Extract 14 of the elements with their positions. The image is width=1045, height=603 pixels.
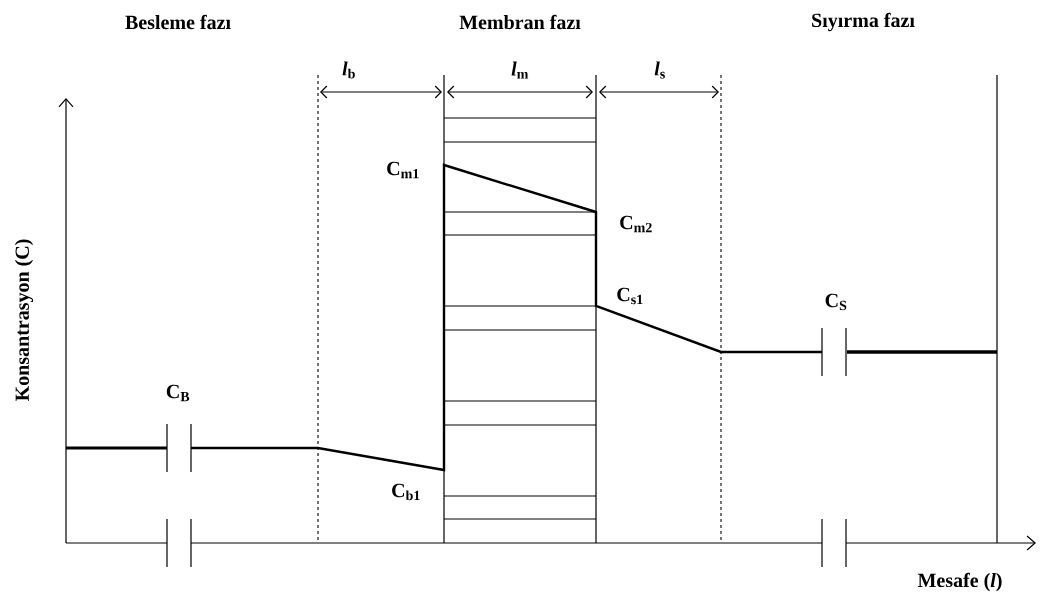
concentration-label: C$_{S}$: [825, 293, 847, 311]
axis-label: Konsantrasyon (C): [14, 239, 34, 402]
dimension-label: l$_{m}$: [511, 61, 529, 79]
concentration-label: C$_{s1}$: [617, 287, 643, 305]
phase-title: Sıyırma fazı: [812, 12, 915, 32]
phase-title: Membran fazı: [459, 14, 581, 30]
concentration-label: C$_{m2}$: [620, 215, 652, 233]
concentration-label: C$_{m1}$: [387, 161, 419, 179]
dimension-label: l$_{b}$: [342, 61, 355, 79]
dimension-label: l$_{s}$: [654, 61, 665, 79]
concentration-label: C$_{b1}$: [392, 483, 420, 501]
axis-label: Mesafe (l): [917, 572, 1002, 592]
phase-title: Besleme fazı: [125, 14, 231, 30]
concentration-label: C$_{B}$: [166, 384, 190, 402]
